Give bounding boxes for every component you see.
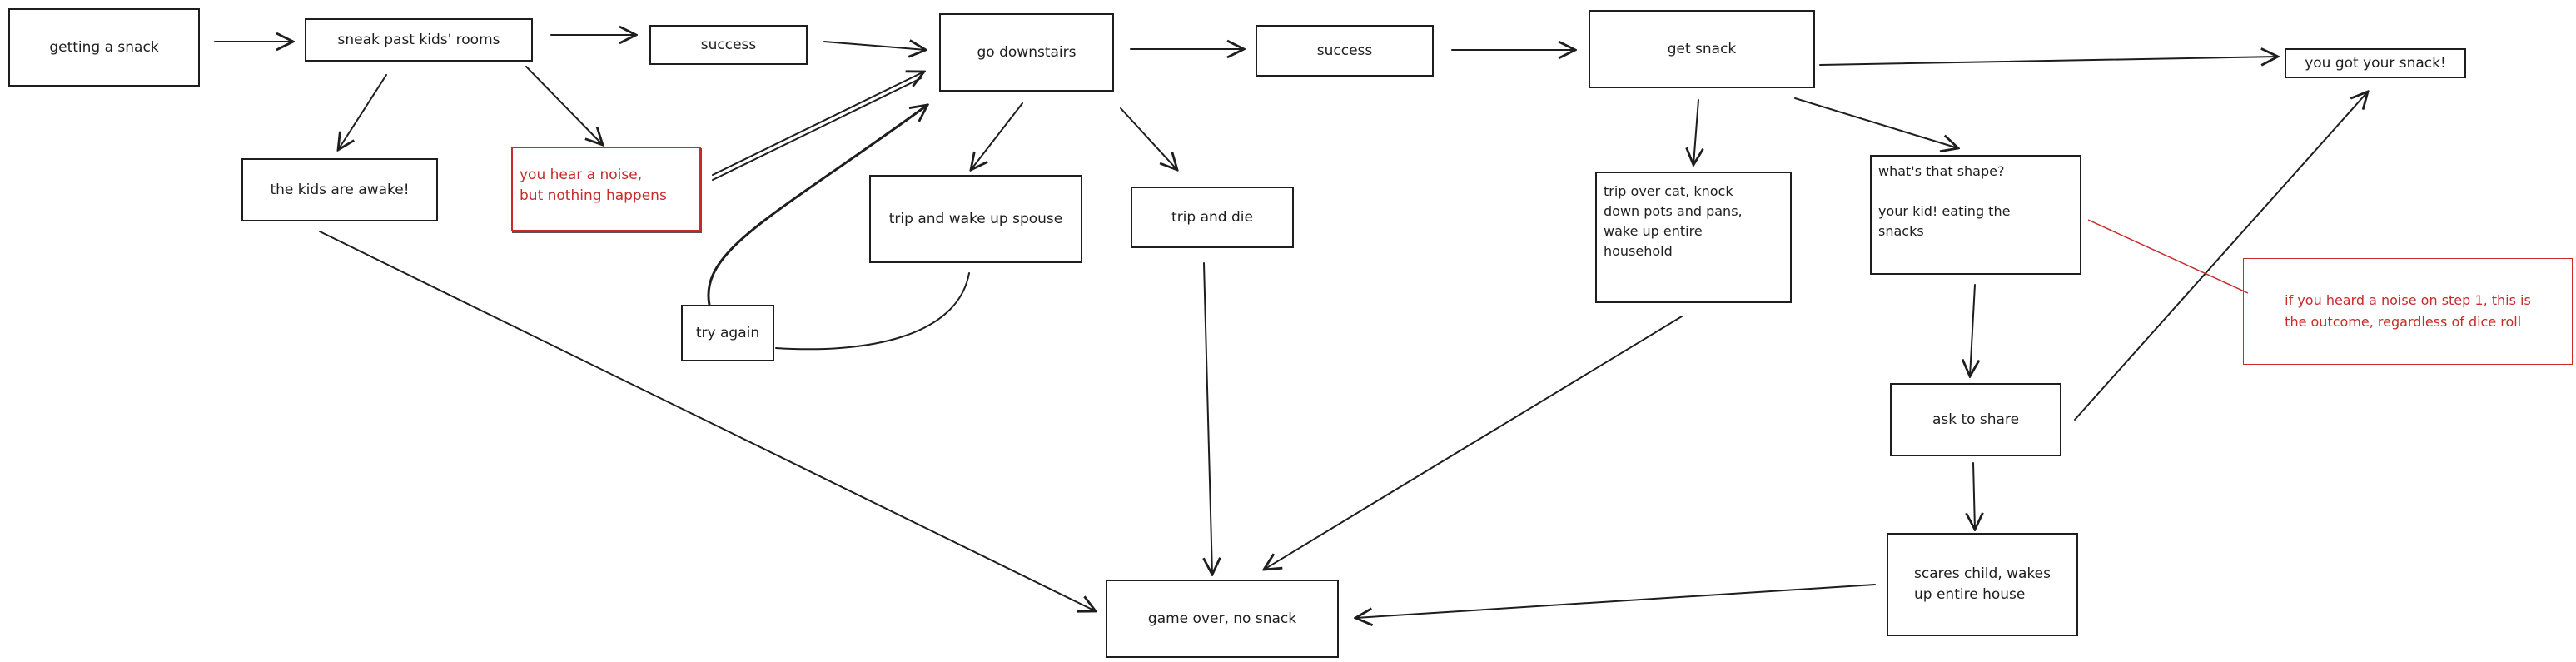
arrow-getsnack-to-trip-cat — [1693, 99, 1698, 165]
arrow-downstairs-to-trip-die — [1120, 107, 1177, 170]
node-whats-that-shape: what's that shape? your kid! eating the … — [1870, 155, 2081, 275]
node-trip-and-die: trip and die — [1131, 187, 1294, 248]
curve-try-again-to-downstairs — [707, 105, 927, 306]
node-you-got-your-snack: you got your snack! — [2285, 48, 2466, 78]
node-kids-are-awake: the kids are awake! — [241, 158, 438, 221]
arrow-getsnack-to-shape — [1794, 97, 1958, 148]
node-trip-over-cat: trip over cat, knock down pots and pans,… — [1595, 172, 1792, 303]
arrow-hear-noise-to-downstairs — [712, 72, 924, 176]
node-sneak-past-kids-rooms: sneak past kids' rooms — [305, 18, 533, 62]
node-scares-child: scares child, wakes up entire house — [1887, 533, 2078, 636]
arrow-trip-die-to-gameover — [1204, 262, 1212, 575]
node-success-1: success — [649, 25, 808, 65]
node-try-again: try again — [681, 305, 774, 361]
arrow-ask-share-to-gotsnack — [2074, 92, 2368, 421]
node-success-2: success — [1256, 25, 1434, 77]
arrow-scares-to-gameover — [1355, 584, 1876, 618]
arrow-hear-noise-to-downstairs-echo — [712, 77, 922, 181]
arrow-sneak-to-kids-awake — [338, 74, 387, 150]
node-hear-a-noise: you hear a noise, but nothing happens — [511, 147, 701, 231]
node-getting-a-snack: getting a snack — [8, 8, 200, 87]
arrow-downstairs-to-trip-spouse — [971, 102, 1023, 170]
node-go-downstairs: go downstairs — [939, 13, 1114, 92]
arrow-shape-to-ask-share — [1970, 284, 1975, 376]
node-trip-and-wake-up-spouse: trip and wake up spouse — [869, 175, 1082, 263]
node-ask-to-share: ask to share — [1890, 383, 2061, 456]
arrow-getsnack-to-gotsnack — [1819, 57, 2278, 65]
note-heard-noise-outcome: if you heard a noise on step 1, this is … — [2243, 258, 2573, 365]
arrow-kids-awake-to-gameover — [319, 231, 1096, 611]
arrow-trip-cat-to-gameover — [1264, 316, 1683, 570]
arrow-ask-share-to-scares — [1973, 462, 1975, 530]
node-get-snack: get snack — [1589, 10, 1815, 88]
curve-trip-spouse-to-try-again — [775, 272, 970, 351]
node-game-over-no-snack: game over, no snack — [1106, 580, 1339, 658]
arrow-sneak-to-hear-noise — [525, 66, 603, 145]
arrow-success1-to-downstairs — [823, 42, 926, 50]
note-connector — [2087, 219, 2249, 294]
